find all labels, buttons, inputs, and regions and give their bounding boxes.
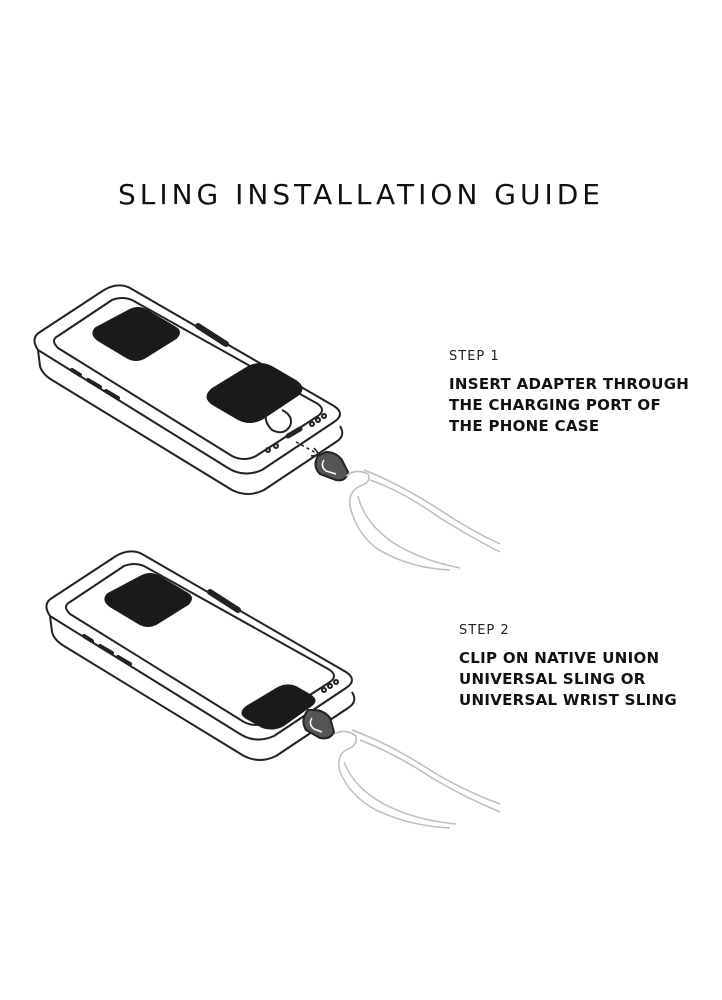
adapter-icon: [241, 684, 316, 730]
step-2-illustration: [45, 550, 501, 829]
phone-case-illustration: [45, 550, 356, 761]
carabiner-clip-icon: [302, 709, 336, 740]
step-2-line-2: UNIVERSAL SLING OR: [459, 670, 646, 688]
step-2-label: STEP 2: [459, 623, 510, 638]
step-1-label: STEP 1: [449, 349, 500, 364]
step-1-line-2: THE CHARGING PORT OF: [449, 396, 662, 414]
step-1-text: INSERT ADAPTER THROUGH THE CHARGING PORT…: [449, 374, 689, 437]
step-2-line-1: CLIP ON NATIVE UNION: [459, 649, 660, 667]
step-1-line-3: THE PHONE CASE: [449, 417, 600, 435]
adapter-icon: [206, 363, 303, 434]
sling-strap-icon: [345, 469, 501, 571]
step-2-text: CLIP ON NATIVE UNION UNIVERSAL SLING OR …: [459, 648, 677, 711]
sling-strap-icon: [333, 729, 501, 829]
step-1-illustration: [33, 284, 501, 571]
page-title: SLING INSTALLATION GUIDE: [117, 178, 604, 211]
step-1-line-1: INSERT ADAPTER THROUGH: [449, 375, 690, 393]
phone-case-illustration: [33, 284, 344, 495]
carabiner-clip-icon: [314, 450, 350, 482]
step-2-line-3: UNIVERSAL WRIST SLING: [459, 691, 677, 709]
